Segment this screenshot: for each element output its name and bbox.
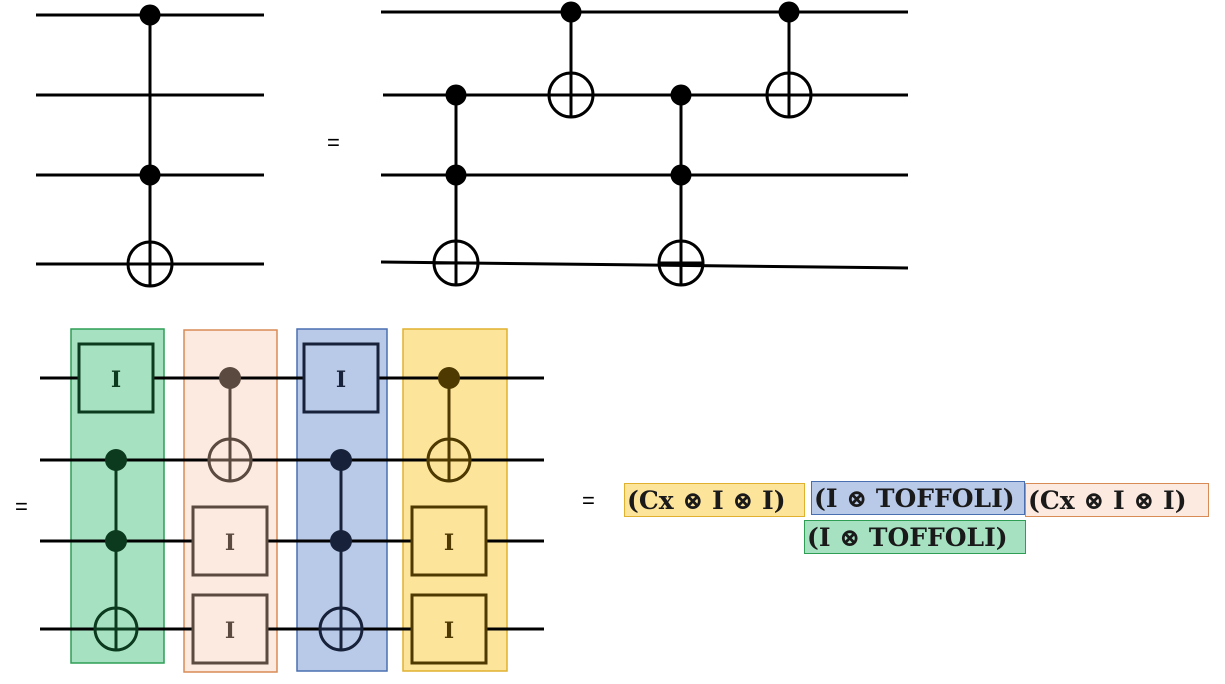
layer-2-gates: II (191, 367, 269, 665)
identity-gate-label: I (225, 530, 235, 556)
expression-term-cx-first: (Cx ⊗ I ⊗ I) (624, 483, 805, 517)
identity-gate-label: I (444, 618, 454, 644)
identity-gate (302, 342, 380, 414)
layer-1-gates: I (77, 342, 155, 652)
equals-sign-expression: = (582, 488, 595, 513)
expression-term-toffoli-first: (I ⊗ TOFFOLI) (804, 520, 1026, 554)
control-dot (139, 4, 161, 26)
control-dot (778, 1, 800, 23)
equals-sign-top: = (327, 130, 340, 155)
control-dot (445, 84, 467, 106)
control-dot (105, 530, 127, 552)
equals-sign-layers: = (15, 494, 28, 519)
control-dot (560, 1, 582, 23)
identity-gate (77, 342, 155, 414)
control-dot (445, 164, 467, 186)
expression-term-toffoli-second: (I ⊗ TOFFOLI) (811, 481, 1025, 515)
control-dot (139, 164, 161, 186)
identity-gate-label: I (225, 618, 235, 644)
identity-gate-label: I (111, 367, 121, 393)
control-dot (219, 367, 241, 389)
identity-gate (410, 505, 488, 577)
identity-gate (410, 593, 488, 665)
control-dot (105, 449, 127, 471)
circuit-top-right (380, 1, 909, 287)
control-dot (438, 367, 460, 389)
expression-term-cx-third: (Cx ⊗ I ⊗ I) (1025, 483, 1209, 517)
identity-gate (191, 593, 269, 665)
circuit-top-left (36, 4, 264, 288)
identity-gate-label: I (444, 530, 454, 556)
control-dot (670, 84, 692, 106)
control-dot (330, 530, 352, 552)
identity-gate-label: I (336, 367, 346, 393)
layer-3-gates: I (302, 342, 380, 652)
identity-gate (191, 505, 269, 577)
control-dot (670, 164, 692, 186)
control-dot (330, 449, 352, 471)
layer-4-gates: II (410, 367, 488, 665)
